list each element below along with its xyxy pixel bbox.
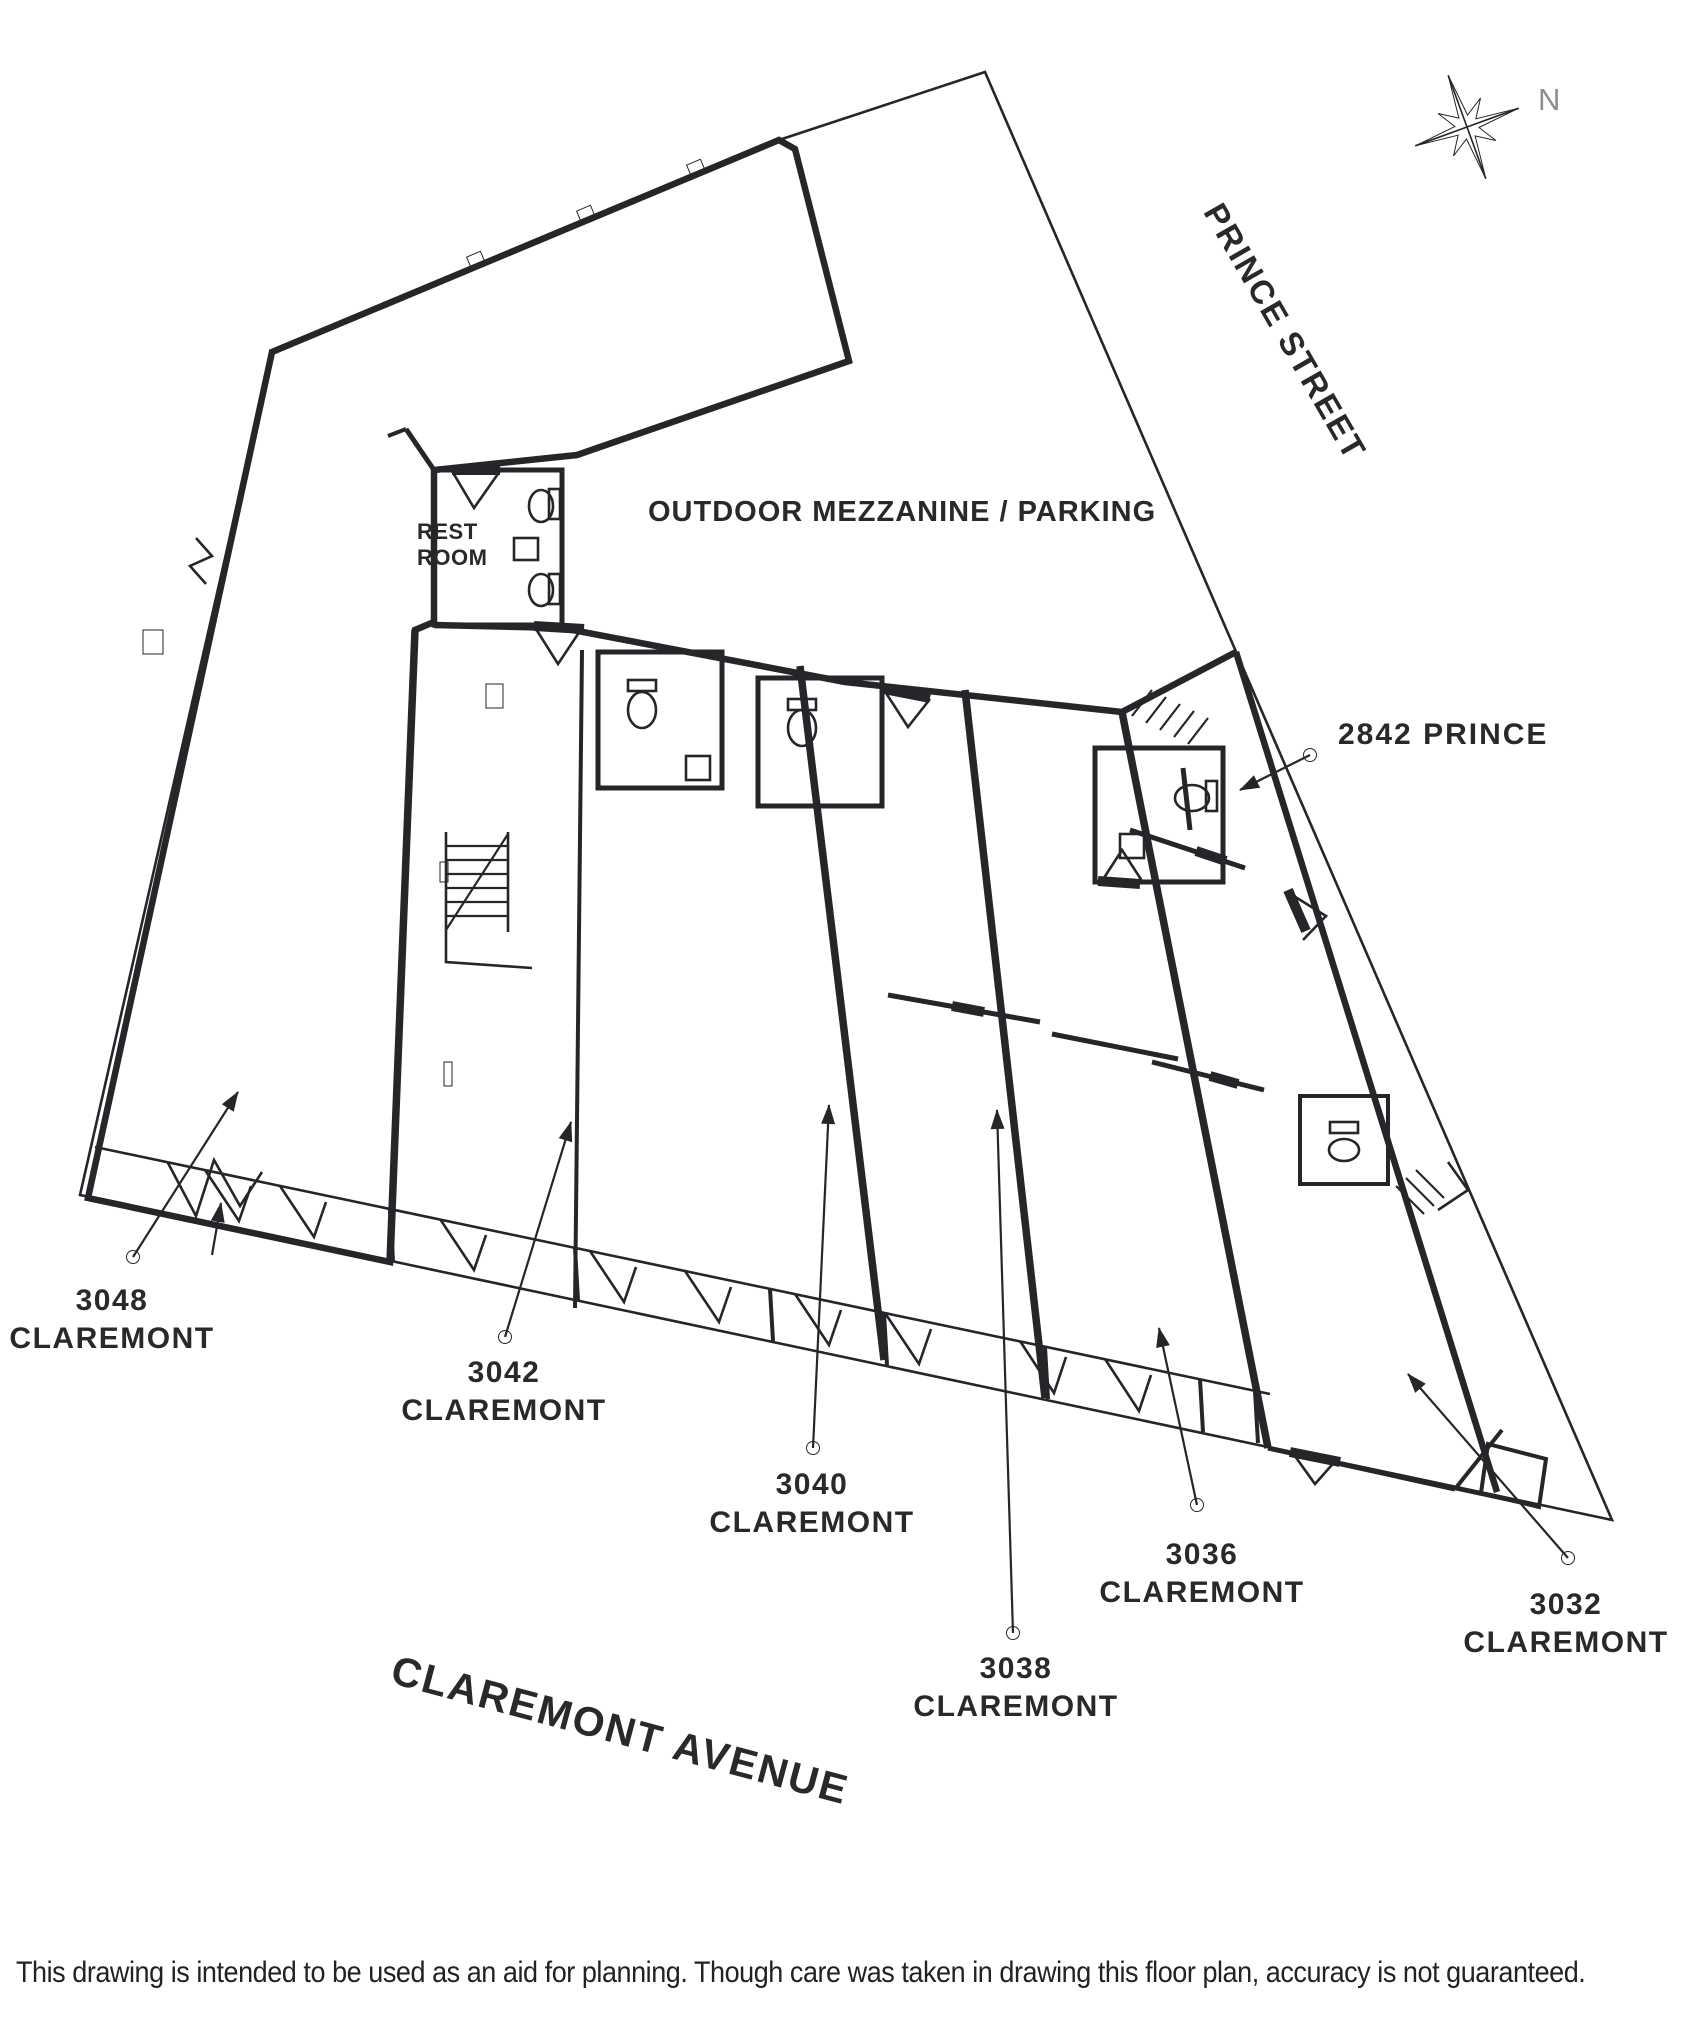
compass-north-label: N	[1538, 82, 1561, 117]
restroom-label-line1: REST	[417, 519, 478, 544]
unit-label-2842-prince: 2842 PRINCE	[1338, 718, 1549, 751]
unit-bathrooms	[533, 621, 1226, 889]
unit-number: 3048	[75, 1284, 149, 1317]
unit-street: CLAREMONT	[9, 1321, 215, 1355]
staircase-3042	[444, 832, 533, 970]
leader-3048	[126, 1091, 239, 1264]
wall-tick-marks	[142, 158, 705, 1087]
unit-street: CLAREMONT	[913, 1689, 1119, 1723]
unit-label-3048-claremont: 3048 CLAREMONT	[6, 1282, 218, 1358]
leader-3032	[1407, 1373, 1575, 1565]
area-label-restroom: REST ROOM	[417, 519, 487, 572]
building-2842	[1120, 649, 1549, 1510]
unit-number: 3042	[467, 1356, 541, 1389]
unit-number: 3036	[1165, 1538, 1239, 1571]
unit-label-3040-claremont: 3040 CLAREMONT	[706, 1466, 918, 1542]
unit-number: 3032	[1529, 1588, 1603, 1621]
area-label-outdoor-mezzanine: OUTDOOR MEZZANINE / PARKING	[648, 496, 1157, 528]
storefront-line	[94, 1145, 1271, 1444]
restroom-walls	[387, 427, 565, 628]
unit-number: 3038	[979, 1652, 1053, 1685]
unit-number: 3040	[775, 1468, 849, 1501]
parcel-boundary	[78, 70, 1615, 1522]
unit-street: CLAREMONT	[1463, 1625, 1669, 1659]
leader-2842	[1239, 748, 1317, 791]
disclaimer-text: This drawing is intended to be used as a…	[16, 1956, 1586, 1989]
unit-label-3032-claremont: 3032 CLAREMONT	[1460, 1586, 1672, 1662]
restroom-label-line2: ROOM	[417, 545, 488, 571]
unit-street: CLAREMONT	[709, 1505, 915, 1539]
leader-3038	[990, 1109, 1020, 1640]
storefront-door-swings	[166, 537, 1153, 1414]
unit-label-3042-claremont: 3042 CLAREMONT	[398, 1354, 610, 1430]
leader-3040	[806, 1104, 836, 1455]
unit-street: CLAREMONT	[1099, 1575, 1305, 1609]
unit-label-3036-claremont: 3036 CLAREMONT	[1096, 1536, 1308, 1612]
compass-rose-icon	[1415, 75, 1519, 179]
unit-street: CLAREMONT	[401, 1393, 607, 1427]
leader-3042	[498, 1121, 573, 1344]
building-3048-shaded-area	[84, 136, 853, 1266]
unit-label-3038-claremont: 3038 CLAREMONT	[910, 1650, 1122, 1726]
leader-3036	[1156, 1327, 1204, 1512]
